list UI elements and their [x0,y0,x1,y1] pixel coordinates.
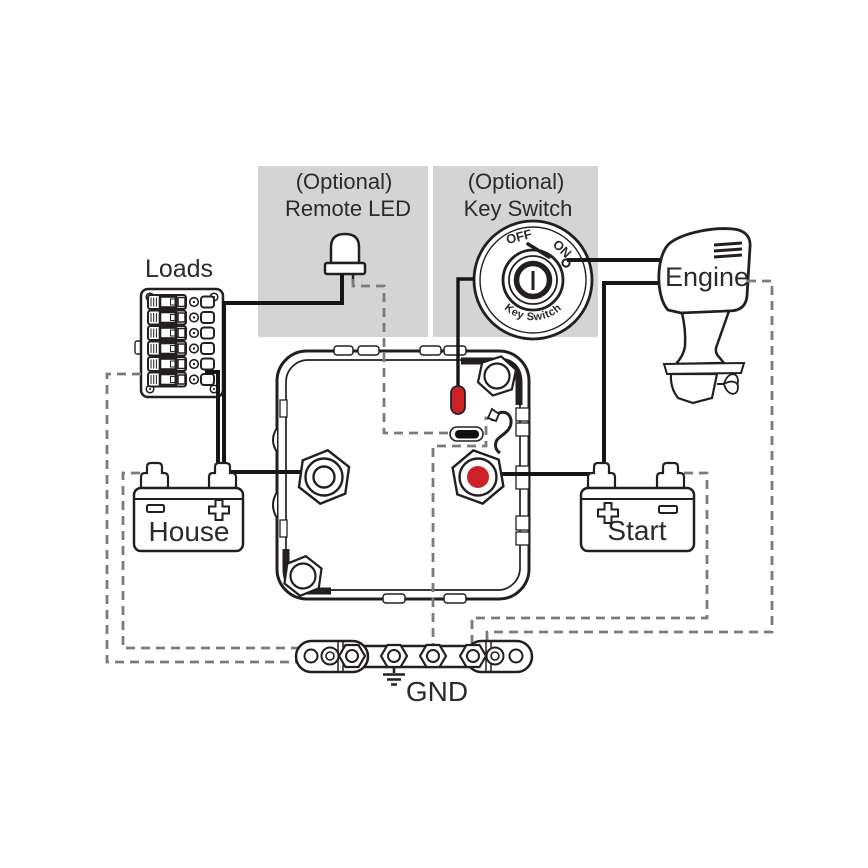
ground-symbol [383,667,405,686]
bus-bar-body [356,644,472,669]
red-button [467,466,489,488]
bus-terminal-hex [337,643,367,669]
dashed-led-to-connector [351,279,450,435]
device-edge-tabs [272,345,530,604]
bus-mount-hole [303,648,319,664]
connector-pigtail [486,407,513,455]
key-cylinder [513,260,553,300]
house-positive-post [207,461,238,490]
dial-pointer [526,242,551,259]
house-negative-post [139,461,170,490]
switch-row [146,309,216,326]
remote-led-box-line2: Remote LED [285,196,411,221]
engine-vent-lines [713,241,743,259]
house-plus-symbol [208,499,230,521]
device-stud-left [297,448,351,506]
wire-loads-to-house-positive [205,370,220,469]
bus-mount-hole [508,648,524,664]
key-switch-box-line1: (Optional) [468,169,565,194]
bus-terminal-hex [379,643,409,669]
start-plus-symbol [597,502,619,524]
loads-panel: Loads [134,255,225,399]
switch-row [146,371,216,388]
wire-start-to-engine [602,281,668,470]
dashed-house-negative-to-ground [121,471,322,650]
engine-plate [662,361,746,376]
switch-row [146,324,216,342]
dial-off-label: OFF [504,226,533,247]
start-battery: Start [579,461,696,553]
start-minus-symbol [658,505,678,514]
dashed-engine-to-ground [485,279,774,649]
start-negative-post [655,461,686,490]
switch-row [146,293,216,311]
led-base [323,261,367,276]
mount-corner-top-right [461,355,523,405]
dashed-start-negative-to-ground [470,471,709,649]
wire-led-to-house-positive [222,274,344,469]
bus-terminal-hex [458,643,488,669]
start-battery-label: Start [607,515,666,546]
remote-led-connector [449,426,484,442]
engine-gearcase [669,372,719,405]
remote-led-box: (Optional) Remote LED [258,166,428,337]
isolator-device [272,345,531,604]
switch-row [146,355,216,373]
remote-led-symbol [323,232,367,281]
dial-inner-ring [479,226,587,334]
key-switch-box-line2: Key Switch [464,196,573,221]
gnd-label: GND [406,676,468,707]
mount-corner-bottom-left [282,549,331,598]
engine-midsection [673,309,731,366]
bus-terminal-hex [418,643,448,669]
ground-bus-bar: GND [294,639,534,707]
start-positive-post [586,461,617,490]
loads-label: Loads [145,255,213,283]
engine-outboard: Engine [657,227,752,405]
house-minus-symbol [146,504,165,513]
engine-label: Engine [665,262,749,292]
engine-propeller [717,373,739,395]
device-status-led [450,385,466,415]
wire-keyswitch-to-device-led [456,277,474,388]
remote-led-box-line1: (Optional) [296,169,393,194]
key-switch-dial: OFF ON Key Switch [472,219,594,341]
house-battery: House [132,461,245,553]
dashed-loads-to-ground [105,372,302,664]
led-bulb [329,232,361,265]
switch-row [146,340,216,357]
house-battery-label: House [149,516,230,547]
device-stud-right [451,449,505,505]
